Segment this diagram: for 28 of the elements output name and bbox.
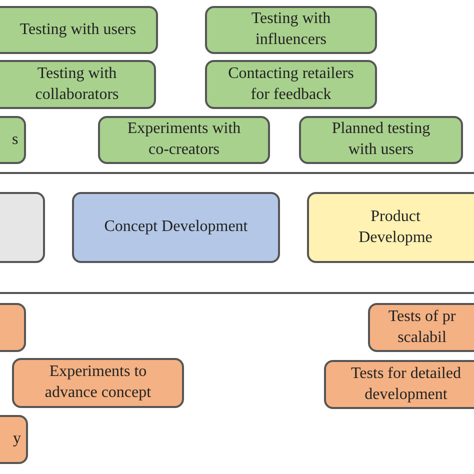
box-label: Product Developme bbox=[358, 206, 434, 248]
box-label: Contacting retailers for feedback bbox=[227, 64, 355, 104]
activity-box bbox=[324, 360, 474, 409]
phase-box bbox=[307, 192, 474, 263]
box-label: Testing with users bbox=[20, 20, 136, 40]
box-label: Concept Development bbox=[104, 217, 248, 238]
empty-box bbox=[0, 303, 26, 352]
activity-box bbox=[12, 358, 184, 408]
box-label: Testing with collaborators bbox=[34, 64, 120, 104]
activity-box bbox=[0, 6, 158, 54]
box-label: Experiments to advance concept bbox=[44, 362, 152, 403]
box-label: s bbox=[12, 130, 18, 150]
activity-box bbox=[0, 60, 156, 109]
box-label: Planned testing with users bbox=[330, 119, 432, 160]
activity-box bbox=[368, 303, 474, 352]
activity-box bbox=[205, 60, 377, 109]
box-label: Testing with influencers bbox=[250, 9, 332, 50]
box-label: Tests for detailed development bbox=[350, 364, 462, 404]
activity-box bbox=[98, 116, 270, 164]
activity-box bbox=[299, 116, 463, 164]
activity-box bbox=[0, 116, 26, 164]
box-label: y bbox=[13, 429, 21, 450]
empty-box bbox=[0, 192, 45, 263]
box-label: Tests of pr scalabil bbox=[387, 306, 457, 348]
activity-box bbox=[205, 6, 377, 54]
phase-box bbox=[72, 192, 280, 263]
activity-box bbox=[0, 415, 28, 464]
box-label: Experiments with co-creators bbox=[126, 119, 242, 160]
